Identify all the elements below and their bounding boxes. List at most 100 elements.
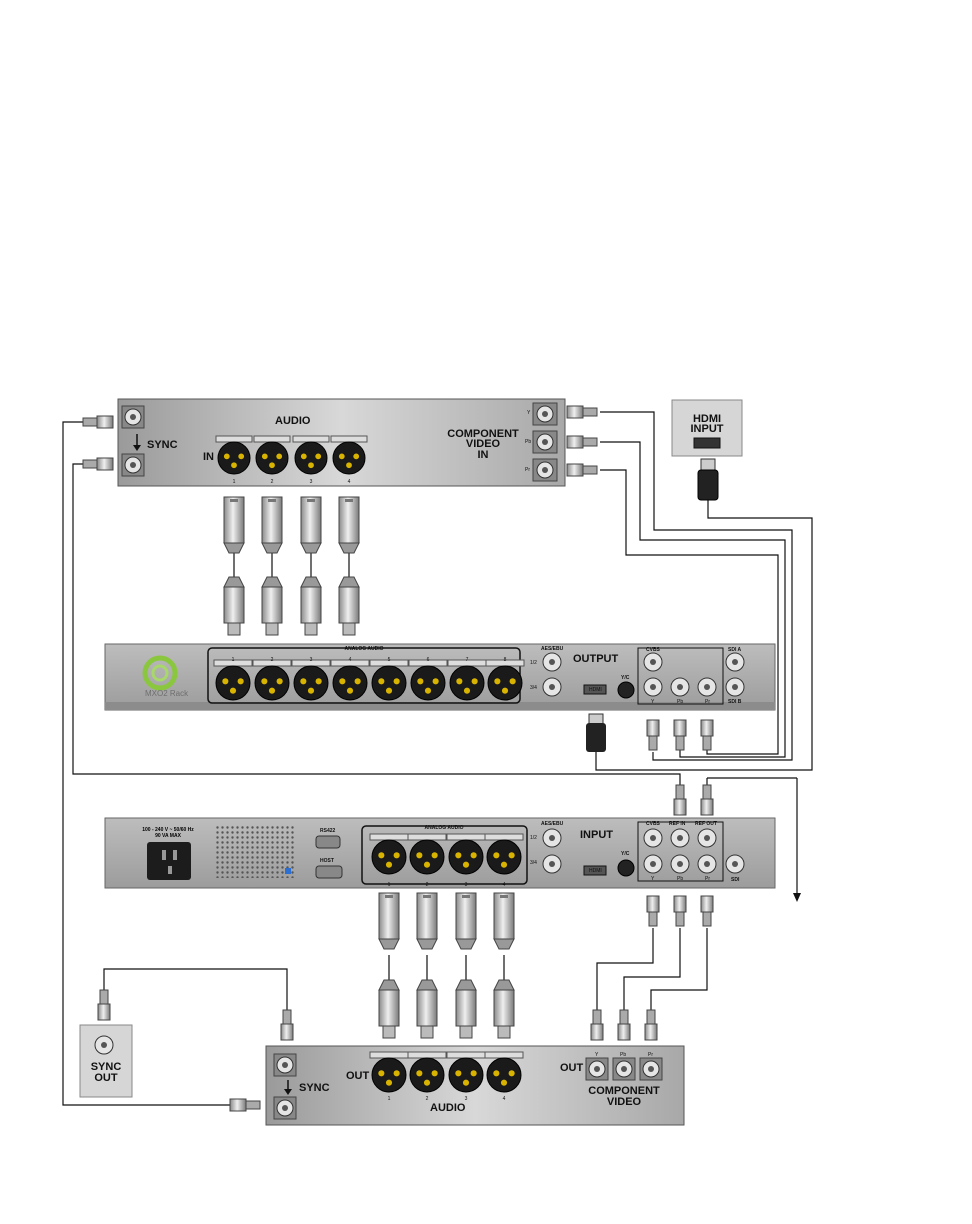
sync-bnc-top-1[interactable] bbox=[121, 405, 145, 429]
component-title-1: COMPONENT bbox=[447, 428, 519, 440]
component-in-pb[interactable]: Pb bbox=[525, 430, 558, 454]
bnc-plug-comp-bottom-2 bbox=[617, 1009, 631, 1041]
aes-label-out: AES/EBU bbox=[541, 646, 564, 652]
video-out-label: OUT bbox=[560, 1062, 584, 1074]
hdmi-port-icon[interactable] bbox=[693, 437, 721, 449]
xlr-analog-in-2[interactable]: 2 bbox=[407, 833, 447, 888]
xlr-cable-in-female-1 bbox=[378, 892, 400, 950]
cvbs-label-out: CVBS bbox=[646, 647, 661, 653]
svg-text:Pb: Pb bbox=[677, 699, 683, 705]
xlr-analog-out-5[interactable]: 5 bbox=[369, 657, 409, 701]
yc-label-out: Y/C bbox=[621, 675, 630, 681]
bnc-plug-sync-in-bottom bbox=[280, 1009, 294, 1041]
hdmi-plug-top bbox=[697, 458, 719, 501]
arrow-down-icon bbox=[284, 1089, 292, 1095]
xlr-analog-out-1[interactable]: 1 bbox=[213, 657, 253, 701]
bnc-plug-comp-out-3 bbox=[700, 719, 714, 751]
channel-number: 1 bbox=[388, 1096, 391, 1102]
xlr-in-2[interactable]: 2 bbox=[253, 435, 291, 485]
xlr-in-1[interactable]: 1 bbox=[215, 435, 253, 485]
channel-number: 2 bbox=[271, 657, 274, 663]
hdmi-input-box: HDMI INPUT bbox=[671, 399, 743, 457]
bnc-plug-comp-in-1 bbox=[646, 895, 660, 927]
bnc-plug-comp-in-2 bbox=[673, 895, 687, 927]
sync-label-bottom: SYNC bbox=[299, 1082, 330, 1094]
channel-number: 1 bbox=[232, 657, 235, 663]
bnc-plug-comp-bottom-1 bbox=[590, 1009, 604, 1041]
xlr-out-4[interactable]: 4 bbox=[484, 1051, 524, 1102]
sdi-a-label: SDI A bbox=[728, 647, 742, 653]
xlr-analog-in-4[interactable]: 4 bbox=[484, 833, 524, 888]
channel-number: 6 bbox=[427, 657, 430, 663]
sync-bnc-top-2[interactable] bbox=[121, 453, 145, 477]
xlr-analog-out-6[interactable]: 6 bbox=[408, 657, 448, 701]
bnc-plug-comp-out-2 bbox=[673, 719, 687, 751]
sync-cable-top bbox=[62, 421, 230, 1106]
power-socket-icon[interactable] bbox=[147, 842, 191, 880]
ref-out-label: REF OUT bbox=[695, 821, 717, 827]
bnc-plug-pr bbox=[566, 463, 598, 477]
xlr-out-1[interactable]: 1 bbox=[369, 1051, 409, 1102]
xlr-in-4[interactable]: 4 bbox=[330, 435, 368, 485]
component-in-ports: Y Pb Pr bbox=[525, 402, 558, 482]
sync-bnc-bottom-2[interactable] bbox=[273, 1096, 297, 1120]
component-title-2: VIDEO bbox=[466, 438, 501, 450]
xlr-analog-in-1[interactable]: 1 bbox=[369, 833, 409, 888]
xlr-out-2[interactable]: 2 bbox=[407, 1051, 447, 1102]
sync-label: SYNC bbox=[147, 439, 178, 451]
svg-text:Y: Y bbox=[651, 876, 655, 882]
input-label: INPUT bbox=[580, 829, 613, 841]
aes-label-in: AES/EBU bbox=[541, 821, 564, 827]
hdmi-out-port[interactable] bbox=[583, 684, 607, 695]
channel-number: 3 bbox=[310, 657, 313, 663]
xlr-analog-out-2[interactable]: 2 bbox=[252, 657, 292, 701]
bnc-plug-comp-bottom-3 bbox=[644, 1009, 658, 1041]
aes-out-bnc-1[interactable] bbox=[542, 652, 562, 672]
xlr-cable-in-female-4 bbox=[493, 892, 515, 950]
brand-logo-icon bbox=[142, 655, 178, 691]
aes-in-bnc-2[interactable] bbox=[542, 854, 562, 874]
component-out-y-bottom[interactable] bbox=[585, 1057, 609, 1081]
xlr-analog-out-3[interactable]: 3 bbox=[291, 657, 331, 701]
audio-label: AUDIO bbox=[275, 415, 311, 427]
svg-text:Pr: Pr bbox=[705, 699, 710, 705]
sdi-label: SDI bbox=[731, 877, 740, 883]
xlr-cable-male-2 bbox=[261, 576, 283, 636]
power-rating-1: 100 - 240 V ~ 50/60 Hz bbox=[142, 827, 194, 833]
aes-out-bnc-2[interactable] bbox=[542, 677, 562, 697]
sync-out-box: SYNC OUT bbox=[79, 1024, 133, 1098]
bnc-plug-ref-out bbox=[700, 784, 714, 816]
host-port[interactable] bbox=[315, 865, 343, 879]
channel-number: 2 bbox=[426, 882, 429, 888]
xlr-cable-in-male-2 bbox=[416, 979, 438, 1039]
sdi-b-label: SDI B bbox=[728, 699, 742, 705]
sync-out-title-2: OUT bbox=[94, 1072, 118, 1084]
svg-text:Y: Y bbox=[651, 699, 655, 705]
component-in-y[interactable]: Y bbox=[527, 402, 558, 426]
hdmi-in-port[interactable] bbox=[583, 865, 607, 876]
xlr-cable-in-male-3 bbox=[455, 979, 477, 1039]
svg-text:Pb: Pb bbox=[525, 439, 531, 445]
xlr-cable-female-3 bbox=[300, 496, 322, 554]
rs422-label: RS422 bbox=[320, 828, 336, 834]
xlr-analog-out-8[interactable]: 8 bbox=[485, 657, 525, 701]
xlr-analog-out-4[interactable]: 4 bbox=[330, 657, 370, 701]
svg-text:Pr: Pr bbox=[525, 467, 530, 473]
svg-text:Pr: Pr bbox=[648, 1052, 653, 1058]
yc-in-port[interactable] bbox=[617, 859, 635, 877]
svg-text:Pb: Pb bbox=[620, 1052, 626, 1058]
component-out-pr-bottom[interactable] bbox=[639, 1057, 663, 1081]
xlr-in-3[interactable]: 3 bbox=[292, 435, 330, 485]
status-led-icon bbox=[285, 868, 291, 874]
hdmi-input-title-2: INPUT bbox=[691, 423, 724, 435]
sync-bnc-bottom-1[interactable] bbox=[273, 1053, 297, 1077]
aes-in-bnc-1[interactable] bbox=[542, 828, 562, 848]
xlr-analog-out-7[interactable]: 7 bbox=[447, 657, 487, 701]
bnc-plug-comp-in-3 bbox=[700, 895, 714, 927]
component-out-pb-bottom[interactable] bbox=[612, 1057, 636, 1081]
component-in-pr[interactable]: Pr bbox=[525, 458, 558, 482]
rs422-port[interactable] bbox=[315, 835, 341, 849]
yc-out-port[interactable] bbox=[617, 681, 635, 699]
channel-number: 1 bbox=[233, 479, 236, 485]
cables bbox=[62, 411, 813, 1106]
